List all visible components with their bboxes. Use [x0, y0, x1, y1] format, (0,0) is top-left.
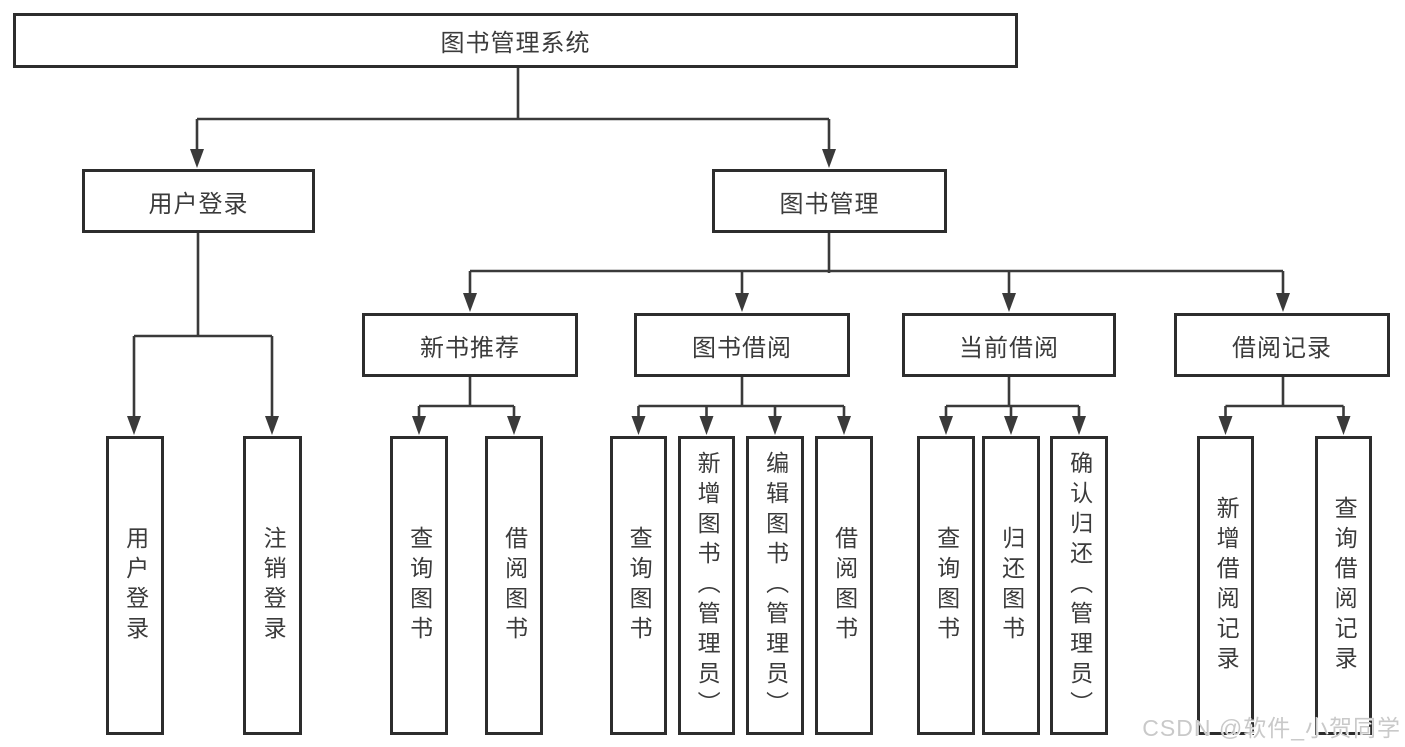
- node-user-login-branch-label: 用户登录: [148, 190, 249, 218]
- leaf-query-books-2: 查询图书: [610, 436, 667, 735]
- leaf-query-books-3-label: 查询图书: [933, 525, 960, 646]
- node-current-borrow: 当前借阅: [902, 313, 1116, 377]
- leaf-logout-label: 注销登录: [260, 525, 287, 646]
- node-user-login-branch: 用户登录: [82, 169, 315, 233]
- leaf-edit-books-admin: 编辑图书（管理员）: [746, 436, 804, 735]
- leaf-query-books-2-label: 查询图书: [626, 525, 653, 646]
- leaf-add-books-admin-label: 新增图书（管理员）: [694, 450, 721, 721]
- node-root-label: 图书管理系统: [440, 30, 591, 57]
- leaf-return-books-label: 归还图书: [998, 525, 1025, 646]
- node-new-book-recommend: 新书推荐: [362, 313, 578, 377]
- leaf-user-login-label: 用户登录: [122, 525, 149, 646]
- csdn-watermark: CSDN @软件_小贺同学: [1142, 715, 1401, 741]
- leaf-user-login: 用户登录: [106, 436, 164, 735]
- node-book-management-branch-label: 图书管理: [779, 190, 880, 218]
- leaf-add-borrow-record: 新增借阅记录: [1197, 436, 1254, 735]
- leaf-borrow-books-2: 借阅图书: [815, 436, 873, 735]
- node-new-book-recommend-label: 新书推荐: [420, 334, 520, 362]
- node-book-borrow: 图书借阅: [634, 313, 850, 377]
- leaf-query-books-1-label: 查询图书: [406, 525, 433, 646]
- leaf-borrow-books-1: 借阅图书: [485, 436, 543, 735]
- node-borrow-records: 借阅记录: [1174, 313, 1390, 377]
- leaf-edit-books-admin-label: 编辑图书（管理员）: [762, 450, 789, 721]
- node-root: 图书管理系统: [13, 13, 1018, 68]
- leaf-confirm-return-admin-label: 确认归还（管理员）: [1066, 450, 1093, 721]
- node-borrow-records-label: 借阅记录: [1232, 334, 1332, 362]
- leaf-borrow-books-2-label: 借阅图书: [831, 525, 858, 646]
- node-book-management-branch: 图书管理: [712, 169, 947, 233]
- node-book-borrow-label: 图书借阅: [692, 334, 792, 362]
- leaf-confirm-return-admin: 确认归还（管理员）: [1050, 436, 1108, 735]
- leaf-query-books-1: 查询图书: [390, 436, 448, 735]
- leaf-logout: 注销登录: [243, 436, 302, 735]
- leaf-add-borrow-record-label: 新增借阅记录: [1213, 495, 1240, 676]
- leaf-add-books-admin: 新增图书（管理员）: [678, 436, 735, 735]
- leaf-borrow-books-1-label: 借阅图书: [501, 525, 528, 646]
- node-current-borrow-label: 当前借阅: [959, 334, 1059, 362]
- leaf-query-borrow-record: 查询借阅记录: [1315, 436, 1372, 735]
- leaf-query-borrow-record-label: 查询借阅记录: [1331, 495, 1358, 676]
- leaf-query-books-3: 查询图书: [917, 436, 975, 735]
- leaf-return-books: 归还图书: [982, 436, 1040, 735]
